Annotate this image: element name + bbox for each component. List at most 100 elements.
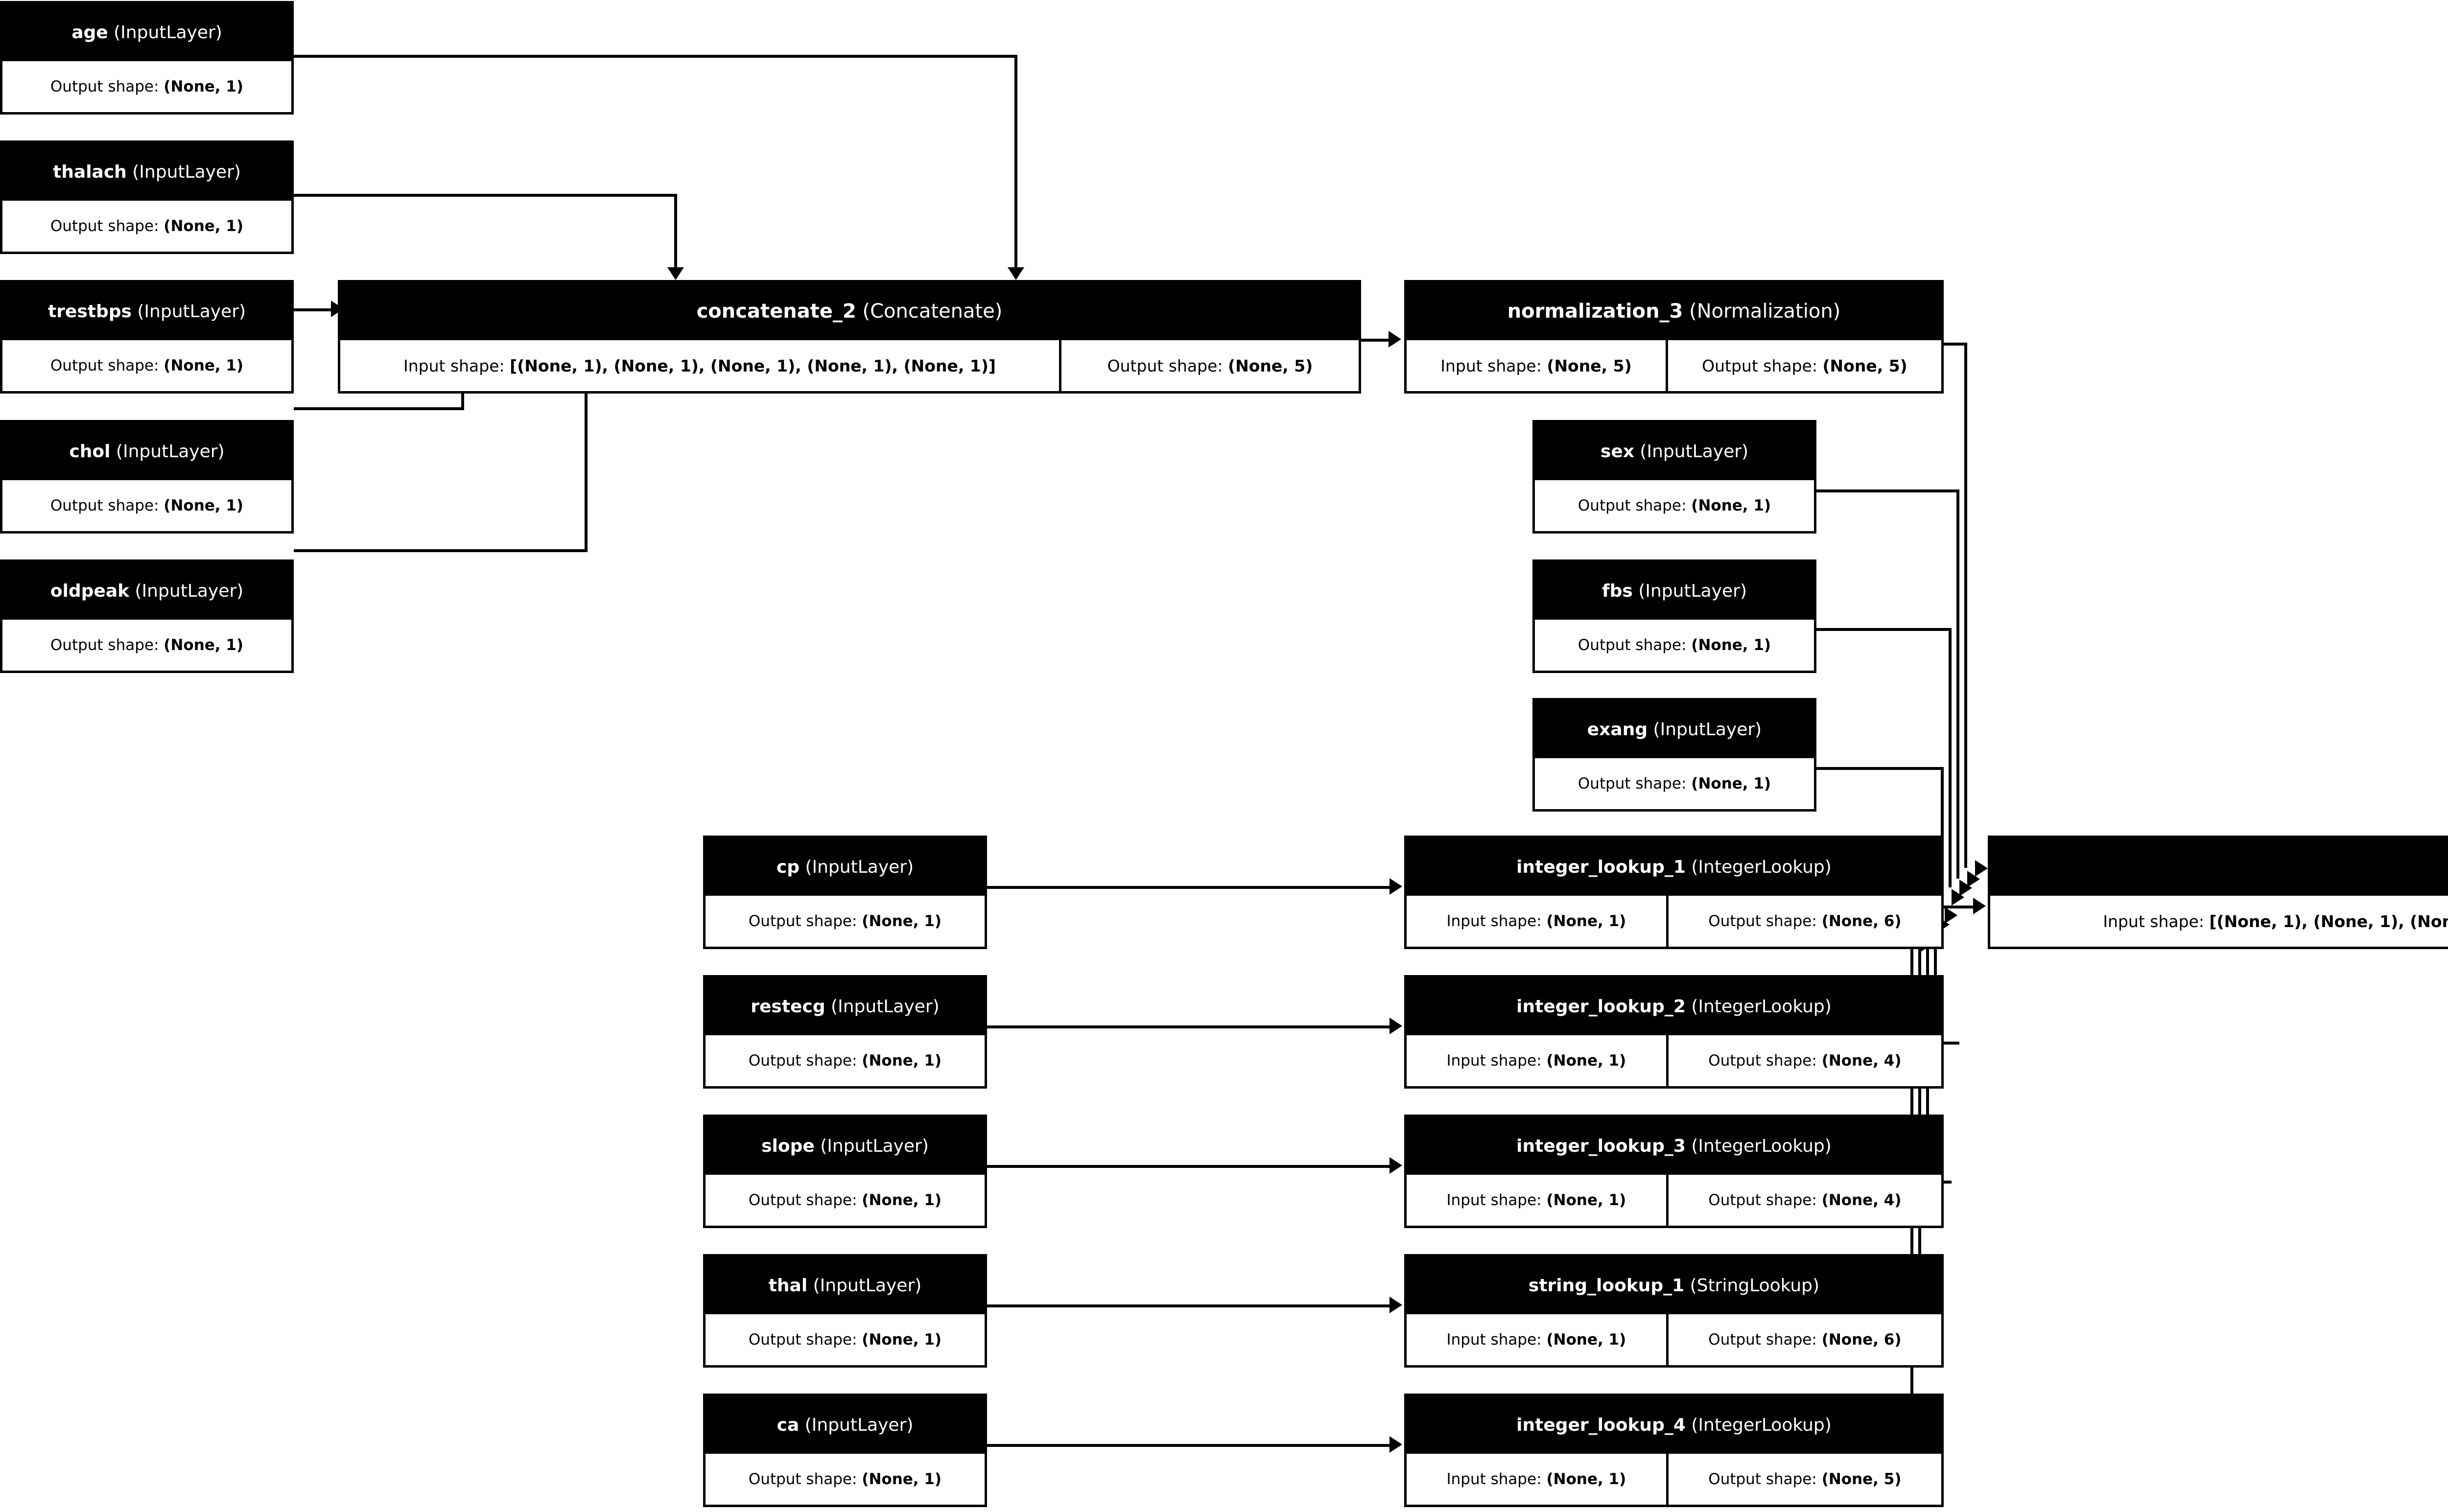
node-exang[interactable]: exang (InputLayer) Output shape: (None, … xyxy=(1532,698,1816,812)
value-output-shape: (None, 1) xyxy=(164,636,244,654)
label-input-shape: Input shape: xyxy=(1446,1191,1542,1209)
node-cp-shapes: Output shape: (None, 1) xyxy=(706,896,985,947)
node-thal[interactable]: thal (InputLayer) Output shape: (None, 1… xyxy=(703,1254,987,1368)
node-trestbps[interactable]: trestbps (InputLayer) Output shape: (Non… xyxy=(0,280,294,394)
node-oldpeak[interactable]: oldpeak (InputLayer) Output shape: (None… xyxy=(0,559,294,673)
edge-cp-to-integer_lookup_1-h xyxy=(979,886,1391,889)
node-integer_lookup_2[interactable]: integer_lookup_2 (IntegerLookup) Input s… xyxy=(1404,975,1944,1089)
node-fbs-title: fbs (InputLayer) xyxy=(1535,562,1814,620)
node-ca[interactable]: ca (InputLayer) Output shape: (None, 1) xyxy=(703,1394,987,1507)
node-string_lookup_1-name: string_lookup_1 xyxy=(1528,1275,1685,1296)
node-sex-output-shape: Output shape: (None, 1) xyxy=(1535,480,1814,531)
node-oldpeak-shapes: Output shape: (None, 1) xyxy=(2,620,291,671)
node-integer_lookup_2-input-shape: Input shape: (None, 1) xyxy=(1407,1035,1666,1086)
label-input-shape: Input shape: xyxy=(1446,1470,1542,1488)
node-exang-output-shape: Output shape: (None, 1) xyxy=(1535,758,1814,809)
node-integer_lookup_2-class: (IntegerLookup) xyxy=(1691,996,1832,1017)
node-exang-class: (InputLayer) xyxy=(1653,719,1762,740)
value-input-shape: [(None, 1), (None, 1), (None, 1), (None,… xyxy=(2209,911,2448,931)
value-output-shape: (None, 1) xyxy=(1691,636,1771,654)
node-integer_lookup_2-output-shape: Output shape: (None, 4) xyxy=(1666,1035,1941,1086)
node-restecg-name: restecg xyxy=(751,996,825,1017)
node-fbs-output-shape: Output shape: (None, 1) xyxy=(1535,620,1814,671)
arrowhead-thalach-to-concatenate_2 xyxy=(667,267,684,280)
label-output-shape: Output shape: xyxy=(1577,775,1687,792)
label-output-shape: Output shape: xyxy=(50,636,159,654)
node-fbs-class: (InputLayer) xyxy=(1638,581,1747,601)
node-cp-name: cp xyxy=(776,857,800,877)
node-sex[interactable]: sex (InputLayer) Output shape: (None, 1) xyxy=(1532,420,1816,534)
label-input-shape: Input shape: xyxy=(1446,1052,1542,1070)
value-output-shape: (None, 1) xyxy=(862,1052,942,1070)
node-trestbps-title: trestbps (InputLayer) xyxy=(2,282,291,340)
node-oldpeak-name: oldpeak xyxy=(50,581,130,601)
edge-oldpeak-to-concatenate_2-v xyxy=(585,390,588,551)
node-cp[interactable]: cp (InputLayer) Output shape: (None, 1) xyxy=(703,836,987,949)
node-concatenate_2[interactable]: concatenate_2 (Concatenate) Input shape:… xyxy=(338,280,1361,394)
node-string_lookup_1-title: string_lookup_1 (StringLookup) xyxy=(1407,1256,1941,1314)
node-fbs-name: fbs xyxy=(1602,581,1633,601)
node-concatenate_3[interactable]: concatenate_3 (Concatenate) Input shape:… xyxy=(1988,836,2448,949)
node-integer_lookup_4[interactable]: integer_lookup_4 (IntegerLookup) Input s… xyxy=(1404,1394,1944,1507)
value-output-shape: (None, 1) xyxy=(862,1331,942,1349)
label-output-shape: Output shape: xyxy=(1702,356,1817,375)
label-input-shape: Input shape: xyxy=(2103,911,2204,931)
node-string_lookup_1[interactable]: string_lookup_1 (StringLookup) Input sha… xyxy=(1404,1254,1944,1368)
node-thal-shapes: Output shape: (None, 1) xyxy=(706,1314,985,1365)
node-thalach[interactable]: thalach (InputLayer) Output shape: (None… xyxy=(0,140,294,254)
arrowhead-concatenate_2-to-normalization_3 xyxy=(1389,331,1401,348)
value-input-shape: (None, 1) xyxy=(1546,1331,1626,1349)
node-oldpeak-output-shape: Output shape: (None, 1) xyxy=(2,620,291,671)
node-integer_lookup_1[interactable]: integer_lookup_1 (IntegerLookup) Input s… xyxy=(1404,836,1944,949)
node-integer_lookup_1-title: integer_lookup_1 (IntegerLookup) xyxy=(1407,838,1941,896)
node-age[interactable]: age (InputLayer) Output shape: (None, 1) xyxy=(0,1,294,115)
label-output-shape: Output shape: xyxy=(1577,497,1687,514)
node-ca-shapes: Output shape: (None, 1) xyxy=(706,1454,985,1505)
node-integer_lookup_3-input-shape: Input shape: (None, 1) xyxy=(1407,1175,1666,1226)
node-slope[interactable]: slope (InputLayer) Output shape: (None, … xyxy=(703,1115,987,1228)
node-chol[interactable]: chol (InputLayer) Output shape: (None, 1… xyxy=(0,420,294,534)
node-integer_lookup_3[interactable]: integer_lookup_3 (IntegerLookup) Input s… xyxy=(1404,1115,1944,1228)
edge-thal-to-string_lookup_1-h xyxy=(979,1304,1391,1307)
node-string_lookup_1-output-shape: Output shape: (None, 6) xyxy=(1666,1314,1941,1365)
node-concatenate_3-input-shape: Input shape: [(None, 1), (None, 1), (Non… xyxy=(1990,896,2448,947)
node-trestbps-output-shape: Output shape: (None, 1) xyxy=(2,340,291,391)
value-output-shape: (None, 1) xyxy=(164,217,244,235)
node-restecg-output-shape: Output shape: (None, 1) xyxy=(706,1035,985,1086)
node-normalization_3-title: normalization_3 (Normalization) xyxy=(1407,282,1941,340)
node-slope-title: slope (InputLayer) xyxy=(706,1117,985,1175)
edge-thalach-to-concatenate_2-v xyxy=(674,194,677,270)
node-sex-title: sex (InputLayer) xyxy=(1535,422,1814,480)
node-string_lookup_1-class: (StringLookup) xyxy=(1690,1275,1820,1296)
label-input-shape: Input shape: xyxy=(1440,356,1542,375)
node-string_lookup_1-shapes: Input shape: (None, 1) Output shape: (No… xyxy=(1407,1314,1941,1365)
arrowhead-exang-to-concatenate_3 xyxy=(1952,889,1964,906)
edge-age-to-concatenate_2-v xyxy=(1014,55,1017,270)
value-output-shape: (None, 1) xyxy=(164,78,244,95)
value-output-shape: (None, 1) xyxy=(862,1470,942,1488)
value-output-shape: (None, 4) xyxy=(1821,1052,1902,1070)
node-normalization_3-class: (Normalization) xyxy=(1689,300,1841,323)
node-age-class: (InputLayer) xyxy=(114,22,222,43)
node-normalization_3-output-shape: Output shape: (None, 5) xyxy=(1665,340,1941,391)
edge-concatenate_2-to-normalization_3-h xyxy=(1361,339,1390,342)
node-fbs[interactable]: fbs (InputLayer) Output shape: (None, 1) xyxy=(1532,559,1816,673)
arrowhead-cp-to-integer_lookup_1 xyxy=(1389,878,1402,895)
node-thalach-output-shape: Output shape: (None, 1) xyxy=(2,201,291,252)
edge-slope-to-integer_lookup_3-h xyxy=(979,1165,1391,1168)
node-chol-shapes: Output shape: (None, 1) xyxy=(2,480,291,531)
edge-trestbps-to-concatenate_2-h xyxy=(294,308,334,311)
value-output-shape: (None, 1) xyxy=(1691,497,1771,514)
node-thal-title: thal (InputLayer) xyxy=(706,1256,985,1314)
node-concatenate_2-output-shape: Output shape: (None, 5) xyxy=(1059,340,1359,391)
node-restecg[interactable]: restecg (InputLayer) Output shape: (None… xyxy=(703,975,987,1089)
node-normalization_3[interactable]: normalization_3 (Normalization) Input sh… xyxy=(1404,280,1944,394)
value-output-shape: (None, 1) xyxy=(1691,775,1771,792)
node-restecg-class: (InputLayer) xyxy=(831,996,940,1017)
node-sex-shapes: Output shape: (None, 1) xyxy=(1535,480,1814,531)
arrowhead-restecg-to-integer_lookup_2 xyxy=(1389,1018,1402,1034)
node-thal-output-shape: Output shape: (None, 1) xyxy=(706,1314,985,1365)
label-output-shape: Output shape: xyxy=(50,78,159,95)
node-slope-name: slope xyxy=(761,1136,815,1156)
node-concatenate_2-class: (Concatenate) xyxy=(862,300,1003,323)
